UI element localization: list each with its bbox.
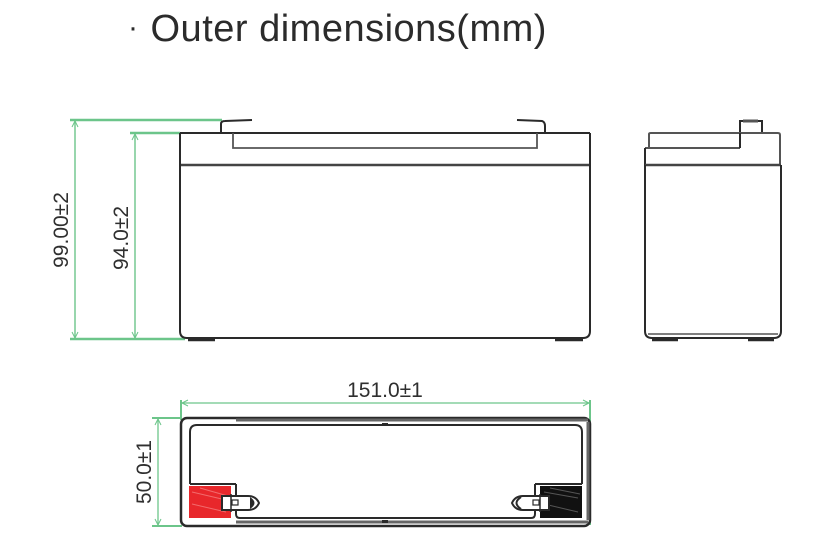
total-height-label: 99.00±2 [50, 192, 73, 268]
positive-terminal [189, 486, 261, 518]
top-view: 151.0±1 50.0±1 [133, 379, 592, 528]
diagram-title: · Outer dimensions(mm) [128, 8, 547, 51]
length-label: 151.0±1 [347, 379, 423, 402]
front-case-outline [179, 119, 591, 342]
width-label: 50.0±1 [133, 440, 156, 504]
side-view [644, 119, 782, 342]
front-view: 99.00±2 94.0±2 [50, 118, 591, 342]
front-dimension-lines [70, 118, 222, 341]
bullet-icon: · [128, 11, 139, 44]
negative-terminal [510, 486, 582, 518]
top-case-outline [179, 416, 592, 528]
case-height-label: 94.0±2 [110, 206, 133, 270]
diagram-title-text: Outer dimensions(mm) [150, 8, 547, 50]
